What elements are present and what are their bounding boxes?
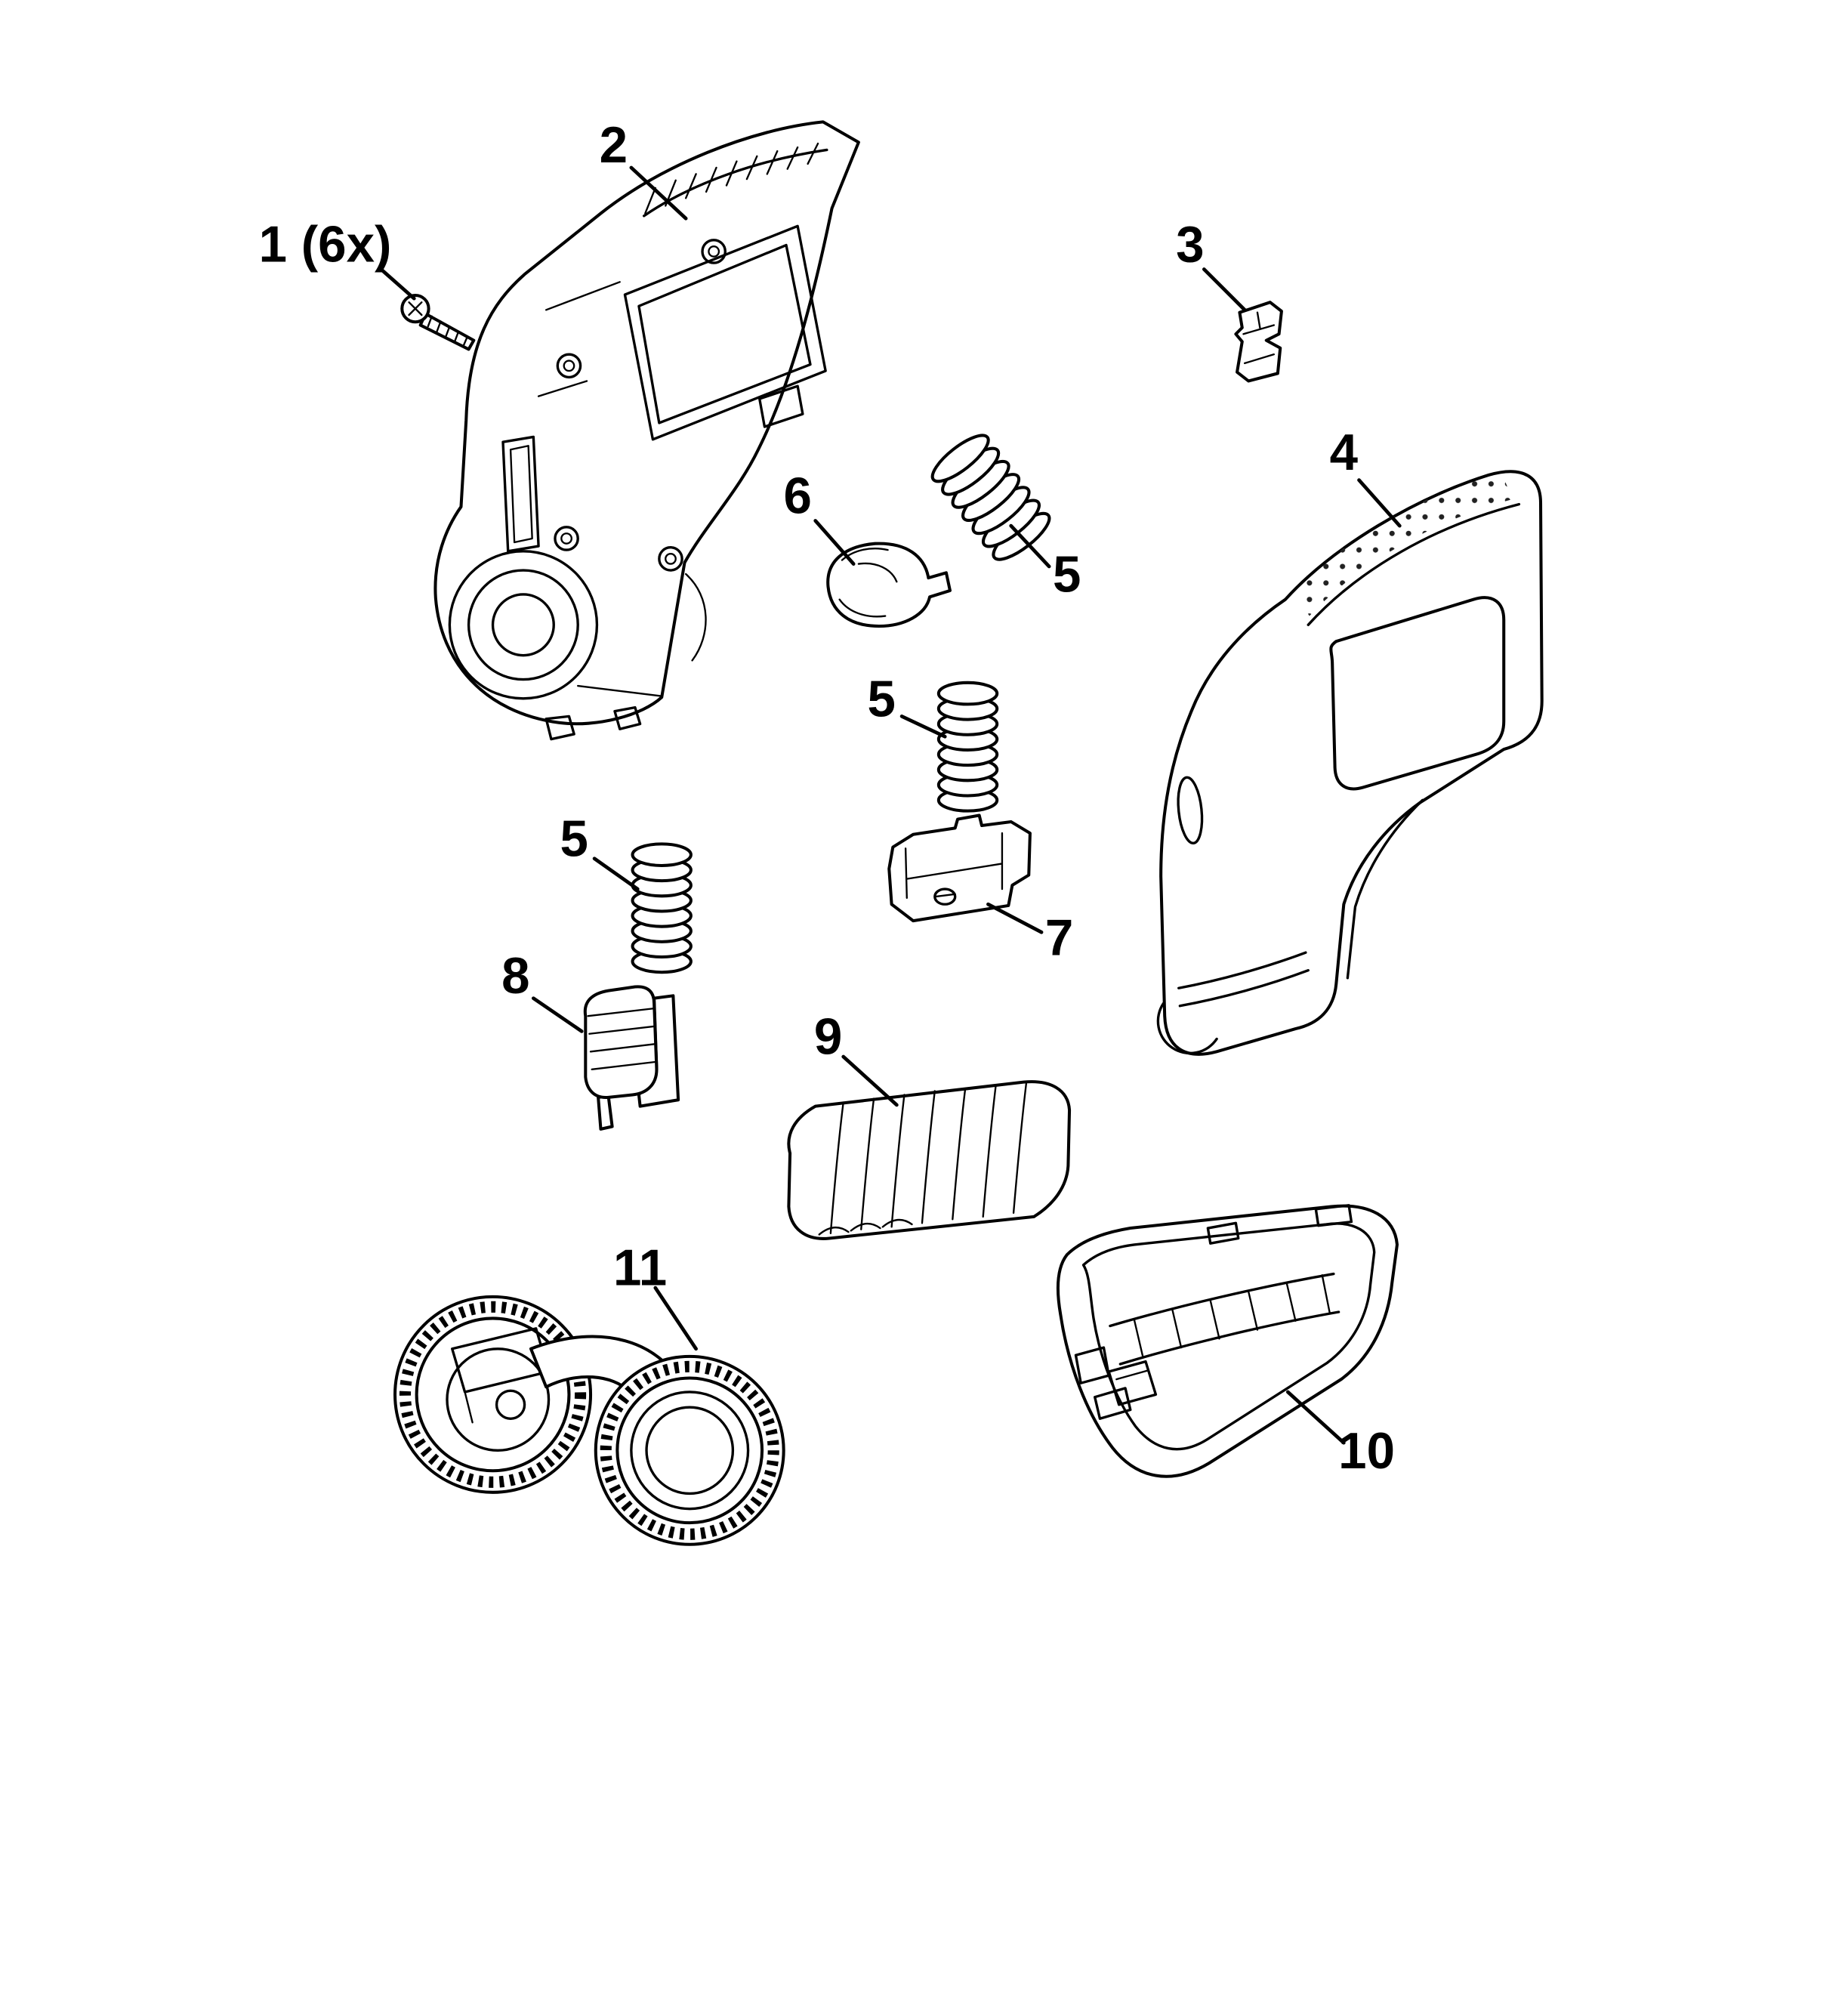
leader-lines xyxy=(379,165,1402,1445)
part-spring-top xyxy=(930,434,1051,561)
knurl-ring xyxy=(600,1360,779,1540)
part-battery-pack xyxy=(787,1080,1072,1240)
part-label-7: 7 xyxy=(1045,910,1073,967)
part-label-9: 9 xyxy=(814,1009,842,1066)
wheel-left xyxy=(393,1295,593,1494)
part-labels: 1 (6x) 2 3 4 5 5 5 6 7 8 9 10 11 xyxy=(259,117,1395,1480)
part-label-2: 2 xyxy=(600,117,628,174)
part-label-4: 4 xyxy=(1330,424,1359,481)
part-switch xyxy=(583,985,680,1131)
part-slide-bracket xyxy=(887,813,1032,923)
part-label-1: 1 (6x) xyxy=(259,216,392,273)
part-trigger-button xyxy=(826,542,952,628)
part-label-6: 6 xyxy=(783,468,811,524)
wheel-right xyxy=(594,1354,785,1546)
part-label-10: 10 xyxy=(1338,1423,1395,1480)
part-label-5-top: 5 xyxy=(1053,547,1081,603)
part-label-5-low: 5 xyxy=(560,810,588,867)
part-label-5-mid: 5 xyxy=(867,671,895,727)
part-bottom-cover xyxy=(1056,1204,1399,1478)
part-label-11: 11 xyxy=(613,1240,667,1297)
knurl-ring xyxy=(399,1301,587,1488)
part-latch-clip xyxy=(1234,301,1283,383)
part-wheel-assembly xyxy=(393,1295,785,1546)
part-label-3: 3 xyxy=(1176,216,1204,273)
part-housing-left-half xyxy=(433,120,860,741)
part-screw xyxy=(400,293,476,351)
part-spring-middle xyxy=(936,681,999,813)
grip-dots-texture xyxy=(1293,472,1513,616)
part-spring-bottom xyxy=(631,842,693,974)
part-housing-right-half xyxy=(1156,470,1544,1056)
part-label-8: 8 xyxy=(501,948,529,1005)
